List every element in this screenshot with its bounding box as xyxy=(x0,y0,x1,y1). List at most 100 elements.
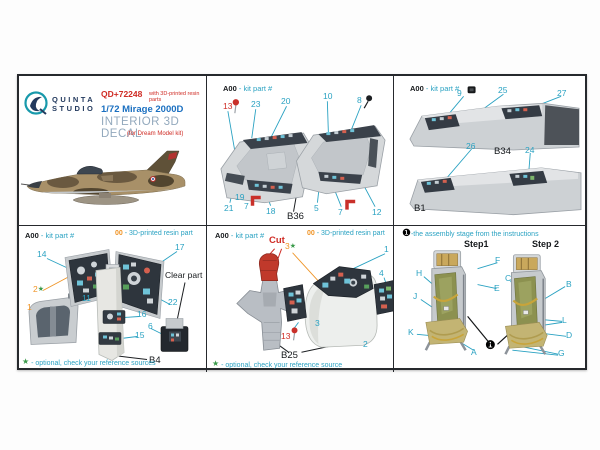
resin-code-suffix: - 3D-printed resin part xyxy=(316,230,385,237)
product-code-note: with 3D-printed resin parts xyxy=(149,91,200,103)
kit-sprue-label: B4 xyxy=(149,355,161,366)
part-number-label-optional: 3★ xyxy=(285,242,296,251)
optional-note-text: - optional, check your reference source xyxy=(221,362,343,369)
kit-sprue-label: B36 xyxy=(287,211,304,222)
optional-note: ★ - optional, check your reference sourc… xyxy=(212,359,343,370)
panel-main-instrument: A00 - kit part # 00 - 3D-printed resin p… xyxy=(19,225,206,372)
ejection-seat-step2 xyxy=(504,253,549,356)
step1-heading: Step1 xyxy=(464,239,489,249)
panel-header-resin: 00 - 3D-printed resin part xyxy=(115,230,193,237)
panel-side-consoles: A00 - kit part # 9 25 27 26 B34 24 B1 xyxy=(393,76,585,225)
part-number-label: 25 xyxy=(498,85,508,95)
main-instrument-illustration xyxy=(28,249,189,361)
part-number-label: 2 xyxy=(363,339,368,349)
optional-star-icon: ★ xyxy=(22,357,30,366)
part-number-label: 27 xyxy=(557,88,567,98)
red-corner-mark xyxy=(345,199,356,210)
clear-part-label: Clear part xyxy=(165,270,203,280)
panel-header: A00 - kit part # xyxy=(215,232,264,240)
assembly-letter-label: G xyxy=(558,348,565,358)
cut-part-red xyxy=(258,253,280,281)
part-number-label: 24 xyxy=(525,145,535,155)
part-number-label: 21 xyxy=(224,203,234,213)
product-title: 1/72 Mirage 2000D xyxy=(101,104,184,115)
kit-sprue-label: B34 xyxy=(494,146,511,157)
product-code: QD+72248 xyxy=(101,89,143,99)
ejection-seat-step1 xyxy=(424,249,469,352)
part-number-label: 8 xyxy=(357,95,362,105)
panel-stick-coaming: A00 - kit part # 00 - 3D-printed resin p… xyxy=(206,225,393,372)
kit-code-suffix: - kit part # xyxy=(425,84,460,93)
panel-ejection-seats: ❶-the assembly stage from the instructio… xyxy=(393,225,585,372)
panel-header: A00 - kit part # xyxy=(410,85,459,93)
part-number-label: 11 xyxy=(82,293,91,303)
part-number-label: 22 xyxy=(168,297,178,307)
assembly-letter-label: K xyxy=(408,327,414,337)
step2-heading: Step 2 xyxy=(532,239,560,249)
ejection-seats-illustration xyxy=(416,249,567,356)
part-number: 3 xyxy=(285,241,290,251)
kit-sprue-label: B1 xyxy=(414,203,426,214)
part-number-label: 23 xyxy=(251,99,261,109)
part-number-label-optional: 2★ xyxy=(33,285,44,294)
logo-word-2: STUDIO xyxy=(52,104,96,113)
part-number-label: 1 xyxy=(384,244,389,254)
part-number-label: 6 xyxy=(148,321,153,331)
optional-note-text: - optional, check your reference sources xyxy=(31,360,156,367)
optional-note: ★ - optional, check your reference sourc… xyxy=(22,357,156,368)
mirage-2000d-photo xyxy=(20,150,186,205)
part-number-label: 15 xyxy=(135,330,145,340)
part-number-label: 14 xyxy=(37,249,47,259)
part-number-label: 3 xyxy=(315,318,320,328)
stick-coaming-illustration xyxy=(236,248,393,353)
part-number-label: 19 xyxy=(235,192,245,202)
part-number-label: 9 xyxy=(457,88,462,98)
red-pushpin-icon xyxy=(291,327,298,341)
black-clip-icon xyxy=(467,86,476,94)
part-number-label: 18 xyxy=(266,206,276,216)
assembly-letter-label: L xyxy=(562,315,567,325)
black-pushpin-icon xyxy=(363,95,373,109)
kit-sprue-label: B25 xyxy=(281,350,298,361)
part-number-label: 12 xyxy=(372,207,382,217)
optional-star-icon: ★ xyxy=(289,243,297,250)
kit-code-suffix: - kit part # xyxy=(238,84,273,93)
part-number-label: 10 xyxy=(323,91,333,101)
optional-star-icon: ★ xyxy=(212,359,220,368)
optional-star-icon: ★ xyxy=(37,286,45,293)
panel-header: A00 - kit part # xyxy=(223,85,272,93)
assembly-letter-label: A xyxy=(471,347,477,357)
part-number: 2 xyxy=(33,284,38,294)
kit-code-suffix: - kit part # xyxy=(230,231,265,240)
red-corner-mark xyxy=(250,195,261,206)
assembly-letter-label: H xyxy=(416,268,423,278)
branding-panel: QUINTA STUDIO QD+72248 with 3D-printed r… xyxy=(19,76,206,225)
side-consoles-illustration xyxy=(409,86,582,216)
kit-code: A00 xyxy=(223,84,237,93)
part-number-label: 7 xyxy=(244,201,249,211)
cockpit-tubs-illustration xyxy=(220,95,386,212)
assembly-letter-label: E xyxy=(494,283,500,293)
part-number-label: 20 xyxy=(281,96,291,106)
product-kit-note: (for Dream Model kit) xyxy=(127,131,184,137)
panel-header-resin: 00 - 3D-printed resin part xyxy=(307,230,385,237)
kit-code-suffix: - kit part # xyxy=(40,231,75,240)
part-number-label: 13 xyxy=(281,331,291,341)
logo-word-1: QUINTA xyxy=(52,95,96,104)
panel-header: A00 - kit part # xyxy=(25,232,74,240)
part-number-label: 7 xyxy=(338,207,343,217)
resin-code-suffix: - 3D-printed resin part xyxy=(124,230,193,237)
kit-code: A00 xyxy=(410,84,424,93)
part-number-label: 4 xyxy=(379,268,384,278)
cut-label: Cut xyxy=(269,235,285,246)
part-number-label: 26 xyxy=(466,141,476,151)
stage-badge-icon: ❶ xyxy=(485,338,496,352)
part-number-label: 1 xyxy=(27,302,32,312)
part-number-label: 16 xyxy=(137,309,147,319)
part-number-label: 17 xyxy=(175,242,185,252)
product-subtitle: INTERIOR 3D DECAL xyxy=(101,116,180,140)
resin-code: 00 xyxy=(115,230,123,237)
panel-header-assembly: ❶-the assembly stage from the instructio… xyxy=(402,229,539,239)
decal-details xyxy=(256,134,293,142)
